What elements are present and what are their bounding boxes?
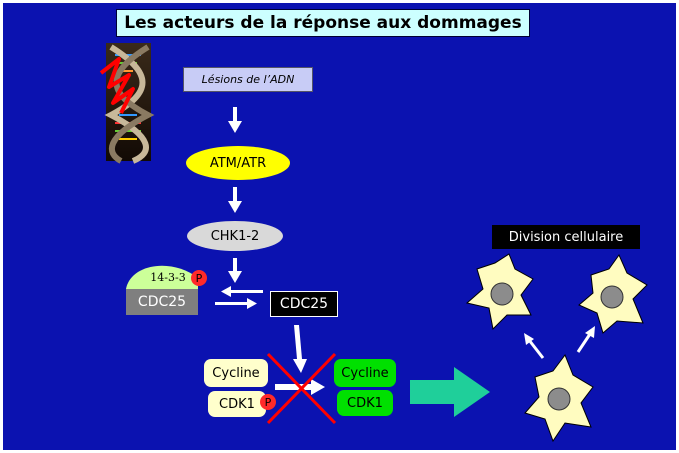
node-cycline-inactive: Cycline xyxy=(204,359,268,387)
node-cdc25-inactive: CDC25 xyxy=(126,289,198,315)
slide-title: Les acteurs de la réponse aux dommages xyxy=(116,9,530,37)
node-cdk1-inactive: CDK1 xyxy=(208,391,266,417)
node-cdk1-active: CDK1 xyxy=(337,390,393,416)
node-atm-atr: ATM/ATR xyxy=(186,146,290,180)
node-cdc25-active: CDC25 xyxy=(270,291,338,317)
label-14-3-3: 14-3-3 xyxy=(143,269,193,285)
big-arrow xyxy=(410,367,490,417)
node-cycline-active: Cycline xyxy=(334,359,396,387)
node-chk: CHK1-2 xyxy=(187,221,283,251)
node-lesions: Lésions de l’ADN xyxy=(183,67,313,92)
division-label: Division cellulaire xyxy=(492,225,640,249)
phospho-badge-cdc25: P xyxy=(191,270,207,286)
dna-helix-icon xyxy=(101,43,151,161)
slide: Les acteurs de la réponse aux dommages L… xyxy=(3,3,676,450)
phospho-badge-cdk1: P xyxy=(260,394,276,410)
